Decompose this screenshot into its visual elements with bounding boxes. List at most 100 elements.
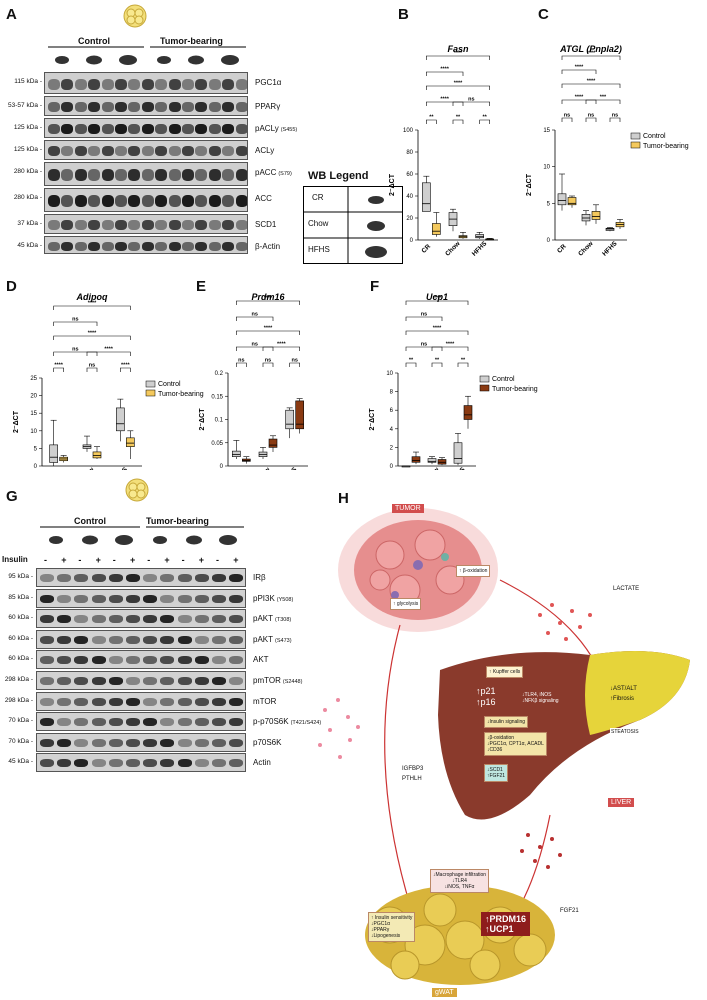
p16-label: ↑p16 (476, 697, 496, 707)
significance-bracket (431, 346, 469, 351)
protein-label: IRβ (253, 573, 268, 582)
blot-band (212, 615, 226, 624)
blot-band (40, 574, 54, 582)
blot-band (115, 220, 127, 230)
x-tick-label: HFHS (471, 240, 489, 258)
insulin-sign: - (216, 555, 219, 565)
insulin-sign: - (44, 555, 47, 565)
insulin-sign: + (61, 555, 67, 565)
significance-label: **** (587, 51, 596, 57)
blot-band (212, 635, 226, 644)
macro-text-1: ↓Macrophage infiltration (433, 872, 487, 878)
blot-band (74, 656, 89, 665)
blot-band (141, 102, 154, 112)
y-tick-label: 60 (406, 172, 413, 178)
adipocyte-cluster-icon (123, 4, 147, 28)
blot-band (74, 697, 89, 706)
blot-band (229, 759, 244, 768)
significance-bracket (236, 300, 300, 305)
significance-bracket (426, 85, 490, 90)
kda-label: 115 kDa - (14, 78, 42, 85)
blot-band (177, 759, 192, 768)
blot-band (57, 594, 72, 603)
significance-label: **** (104, 347, 113, 353)
group-tumor-label-g: Tumor-bearing (146, 516, 209, 526)
protein-name: pAKT (253, 614, 274, 624)
blot-band (88, 102, 101, 112)
significance-label: **** (575, 65, 584, 71)
kda-label: 60 kDa - (8, 655, 33, 663)
y-tick-label: 0.15 (211, 394, 223, 400)
blot-band (91, 615, 106, 624)
y-tick-label: 100 (403, 128, 414, 134)
protein-label: SCD1 (255, 220, 278, 229)
blot-band (101, 241, 114, 251)
blot-row (36, 712, 246, 732)
blot-row (44, 236, 248, 254)
legend-tumor-label: Tumor-bearing (492, 386, 538, 393)
panel-label-e: E (196, 278, 207, 295)
blot-band (141, 220, 154, 230)
blot-band (229, 574, 244, 582)
significance-label: **** (264, 326, 273, 332)
blot-band (177, 738, 192, 747)
mouse-icons-row-g (40, 526, 244, 545)
protein-name: pmTOR (253, 676, 281, 685)
blot-band (222, 146, 235, 156)
y-tick-label: 0.2 (215, 371, 224, 377)
protein-label: pACC(S79) (255, 168, 292, 177)
y-tick-label: 4 (390, 427, 394, 433)
blot-band (74, 146, 87, 156)
y-tick-label: 6 (390, 408, 394, 414)
y-tick-label: 10 (543, 165, 550, 171)
significance-bracket (561, 83, 621, 88)
protein-name: p-p70S6K (253, 717, 289, 727)
insulin-sign: + (164, 555, 170, 565)
blot-band (48, 241, 60, 251)
blot-band (126, 718, 140, 727)
blot-row (36, 609, 246, 629)
blot-band (88, 241, 101, 251)
blot-band (235, 124, 247, 134)
protein-site: (S2448) (282, 679, 303, 685)
protein-name: ACC (255, 194, 272, 203)
wb-legend-table (303, 186, 403, 264)
blot-band (101, 220, 114, 230)
y-axis-label: 2⁻ΔCT (199, 408, 206, 431)
blot-band (177, 718, 192, 727)
ins-text-4: ↓Lipogenesis (371, 933, 401, 939)
significance-bracket (561, 55, 621, 60)
prdm16-ucp1-box: ↑PRDM16 ↑UCP1 (481, 912, 531, 936)
blot-band (235, 78, 247, 90)
blot-band (40, 759, 54, 768)
blot-band (212, 656, 226, 665)
blot-row (44, 188, 248, 212)
blot-row (36, 691, 246, 711)
blot-band (61, 241, 74, 251)
significance-label: **** (440, 67, 449, 73)
kda-label: 70 kDa - (8, 737, 33, 745)
blot-band (235, 241, 247, 251)
chart-title: Ucp1 (426, 292, 448, 302)
blot-band (143, 677, 158, 685)
insulin-signaling-box: ↓Insulin signaling (484, 716, 529, 728)
blot-band (160, 594, 175, 603)
wb-legend-hfhs: HFHS (308, 245, 330, 254)
blot-band (155, 102, 168, 112)
blot-band (182, 220, 194, 230)
tumor-label: TUMOR (392, 504, 424, 513)
blot-row (44, 96, 248, 116)
fgf21-up-text: ↑FGF21 (487, 773, 506, 779)
significance-label: ** (409, 358, 414, 364)
significance-bracket (457, 362, 469, 367)
blot-band (208, 78, 221, 90)
significance-label: **** (440, 97, 449, 103)
blot-band (143, 697, 158, 706)
panel-label-g: G (6, 488, 18, 505)
significance-label: ns (251, 312, 257, 318)
blot-band (115, 102, 127, 112)
panel-label-f: F (370, 278, 380, 295)
blot-row (36, 732, 246, 752)
blot-band (195, 78, 208, 90)
blot-band (108, 677, 123, 685)
